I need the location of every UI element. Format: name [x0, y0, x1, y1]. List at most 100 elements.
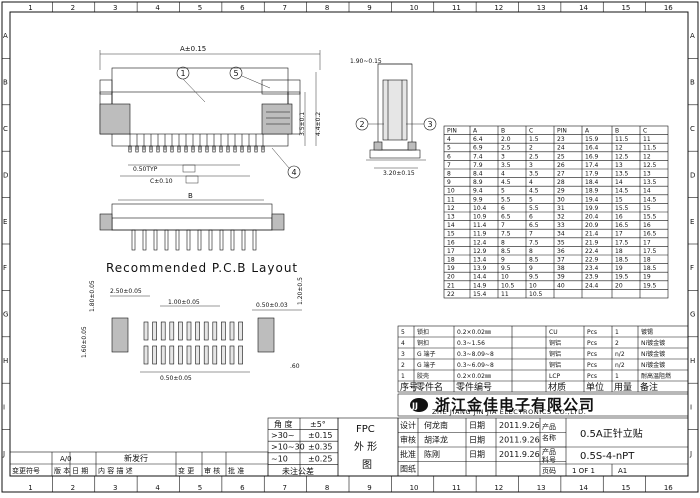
svg-text:18.9: 18.9 — [585, 188, 599, 195]
svg-text:Pcs: Pcs — [587, 351, 597, 358]
front-pin — [252, 229, 257, 251]
zone-letter: C — [690, 125, 695, 133]
pcb-pad — [229, 345, 235, 365]
svg-text:20: 20 — [615, 282, 623, 289]
zone-letter: D — [690, 171, 695, 179]
zone-number: 7 — [282, 4, 286, 12]
zone-number: 7 — [282, 484, 286, 492]
svg-text:31: 31 — [557, 205, 565, 212]
pcb-pad — [152, 345, 157, 365]
product-no-label: 产品 — [542, 447, 556, 456]
svg-text:外 形: 外 形 — [354, 441, 377, 453]
top-view: A±0.15 1 5 4 3.5±0.1 4.4±0.2 0.50TYP — [99, 45, 322, 185]
svg-text:7.4: 7.4 — [473, 153, 483, 160]
svg-text:4: 4 — [501, 171, 505, 178]
svg-text:19: 19 — [615, 265, 623, 272]
zone-number: 6 — [240, 484, 245, 492]
tol-footer: 未注公差 — [282, 466, 314, 476]
svg-text:铜铝: 铜铝 — [549, 350, 561, 358]
svg-text:7.5: 7.5 — [529, 239, 539, 246]
parts-header: 序号零件名零件编号材质单位用量备注 — [400, 381, 658, 393]
front-pin — [208, 229, 213, 251]
svg-text:13: 13 — [643, 171, 651, 178]
svg-text:15: 15 — [447, 231, 455, 238]
svg-text:Pcs: Pcs — [587, 340, 597, 347]
svg-text:16: 16 — [447, 239, 455, 246]
pcb-pad — [143, 345, 149, 365]
svg-text:Pcs: Pcs — [587, 329, 597, 336]
zone-letter: I — [3, 403, 5, 411]
tol-header: 角 度 — [274, 419, 293, 429]
svg-text:6.9: 6.9 — [473, 145, 483, 152]
svg-text:38: 38 — [557, 265, 565, 272]
svg-text:16.4: 16.4 — [585, 145, 599, 152]
svg-text:3.5: 3.5 — [529, 171, 539, 178]
svg-text:Pcs: Pcs — [587, 373, 597, 380]
svg-text:2: 2 — [401, 362, 405, 369]
svg-text:16: 16 — [615, 214, 623, 221]
product-no: 0.5S-4-nPT — [580, 451, 635, 462]
svg-text:8.5: 8.5 — [501, 248, 511, 255]
zone-number: 4 — [155, 484, 160, 492]
zone-letter: E — [3, 218, 7, 226]
zone-number: 8 — [325, 484, 329, 492]
zone-number: 13 — [537, 484, 546, 492]
svg-text:JJ: JJ — [411, 402, 418, 411]
right-latch — [261, 103, 293, 135]
dim-width: A±0.15 — [180, 45, 206, 53]
rev-header: 批 准 — [228, 466, 244, 475]
svg-text:15.4: 15.4 — [473, 291, 487, 298]
svg-text:15.9: 15.9 — [585, 136, 599, 143]
pcb-right-pad — [257, 317, 275, 353]
zone-letter: B — [3, 79, 8, 87]
svg-text:铜铝: 铜铝 — [549, 339, 561, 347]
rev-header: 版 本 — [54, 466, 70, 475]
tol-row: ±0.15 — [308, 431, 333, 440]
tol-row: ±0.35 — [308, 443, 333, 452]
svg-text:零件编号: 零件编号 — [456, 381, 492, 393]
svg-text:胡泽龙: 胡泽龙 — [424, 435, 448, 445]
svg-text:33: 33 — [557, 222, 565, 229]
svg-text:2: 2 — [529, 145, 533, 152]
company-name-cn: 浙江金佳电子有限公司 — [435, 396, 595, 414]
svg-text:11: 11 — [501, 291, 509, 298]
svg-text:1: 1 — [401, 373, 405, 380]
svg-text:16.9: 16.9 — [585, 153, 599, 160]
front-pins — [131, 229, 257, 251]
dim-side-bottom: 3.20±0.15 — [383, 170, 415, 177]
svg-text:名称: 名称 — [542, 433, 556, 442]
pcb-layout: Recommended P.C.B Layout 2.50±0.05 1.00±… — [81, 261, 304, 382]
svg-text:9.4: 9.4 — [473, 188, 483, 195]
svg-text:14.9: 14.9 — [473, 282, 487, 289]
svg-text:12: 12 — [615, 145, 623, 152]
svg-text:13.5: 13.5 — [643, 179, 657, 186]
svg-text:9: 9 — [447, 179, 451, 186]
zone-letter: H — [690, 357, 695, 365]
svg-text:19.5: 19.5 — [643, 282, 657, 289]
zone-number: 15 — [621, 4, 630, 12]
rev-header: 日 期 — [72, 467, 88, 475]
svg-text:2: 2 — [360, 120, 365, 129]
svg-text:备注: 备注 — [640, 381, 658, 393]
product-name-label: 产品 — [542, 422, 556, 431]
company-name-en: ZHE JIANG JIN JIA ELECTRONICS CO.,LTD. — [432, 408, 586, 416]
sheet-size: A1 — [618, 467, 627, 475]
dim-side-top: 1.90~0.15 — [350, 58, 382, 65]
side-view: 1.90~0.15 3.20±0.15 2 3 — [350, 58, 437, 177]
rev-header: 审 核 — [204, 466, 220, 475]
svg-text:2.0: 2.0 — [501, 136, 511, 143]
pcb-pad — [178, 345, 183, 365]
pcb-pad — [186, 345, 192, 365]
zone-letter: A — [690, 32, 695, 40]
svg-text:18.4: 18.4 — [585, 179, 599, 186]
zone-number: 10 — [410, 484, 419, 492]
svg-text:单位: 单位 — [586, 381, 604, 393]
svg-text:10.4: 10.4 — [473, 205, 487, 212]
dim-table-header: A — [585, 128, 590, 135]
svg-text:11.4: 11.4 — [473, 222, 487, 229]
zone-letter: C — [3, 125, 8, 133]
